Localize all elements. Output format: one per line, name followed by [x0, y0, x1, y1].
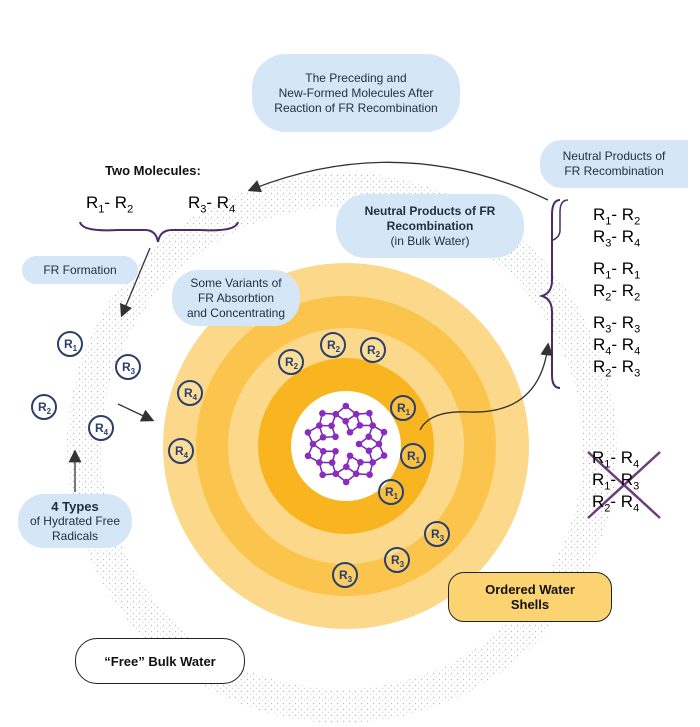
radical-marker: R4 — [88, 415, 114, 441]
crossed-formula: R2- R4 — [592, 492, 640, 515]
radical-marker: R1 — [378, 479, 404, 505]
carbon-atom — [304, 452, 312, 460]
water-shells — [163, 263, 529, 629]
products-brace — [538, 199, 561, 389]
carbon-atom — [343, 463, 350, 471]
carbon-atom — [380, 428, 388, 436]
product-formula: R1- R1 — [593, 259, 641, 282]
crossed-formula: R1- R4 — [592, 448, 640, 471]
carbon-atom — [332, 447, 339, 455]
arrow-to-products — [419, 342, 554, 431]
carbon-atom — [375, 440, 383, 448]
carbon-atom — [332, 470, 340, 478]
four-types-bubble: 4 Types of Hydrated Free Radicals — [18, 494, 132, 548]
carbon-atom — [355, 440, 363, 448]
two-molecules-label: Two Molecules: — [105, 163, 201, 178]
molecule-pair-b: R3- R4 — [188, 193, 236, 216]
carbon-atom — [309, 440, 317, 448]
preceding-molecules-bubble: The Preceding and New-Formed Molecules A… — [252, 54, 460, 132]
product-formula: R2- R2 — [593, 281, 641, 304]
carbon-atom — [319, 410, 326, 417]
arrow-products-to-molecules — [247, 161, 549, 201]
carbon-atom — [316, 422, 323, 429]
product-formula: R4- R4 — [593, 335, 641, 358]
neutral-products-bubble: Neutral Products of FR Recombination — [540, 140, 688, 188]
two-molecules-brace — [79, 221, 239, 243]
carbon-atom — [319, 433, 327, 441]
carbon-atom — [365, 447, 373, 455]
carbon-atom — [369, 422, 376, 429]
carbon-atom — [352, 410, 360, 418]
fullerene-molecule — [304, 402, 388, 486]
radical-marker: R3 — [424, 521, 450, 547]
fr-formation-bubble: FR Formation — [22, 256, 138, 284]
arrow-to-shells — [117, 403, 155, 422]
crossed-formula: R1- R3 — [592, 470, 640, 493]
radical-marker: R1 — [400, 443, 426, 469]
carbon-atom — [332, 433, 339, 441]
carbon-atom — [332, 410, 340, 418]
absorption-bubble: Some Variants of FR Absorbtion and Conce… — [172, 270, 300, 326]
bubble-line-1: The Preceding and — [305, 70, 407, 85]
carbon-atom — [369, 459, 376, 466]
radical-marker: R2 — [31, 394, 57, 420]
bubble-line-3: Reaction of FR Recombination — [274, 100, 438, 115]
carbon-atom — [366, 471, 373, 478]
carbon-atom — [346, 452, 354, 460]
bulk-water-halo — [67, 173, 617, 723]
carbon-atom — [342, 478, 350, 486]
carbon-atom — [342, 402, 350, 410]
carbon-atom — [356, 422, 364, 429]
bubble-line-2: New-Formed Molecules After — [278, 85, 434, 100]
radical-marker: R3 — [384, 547, 410, 573]
cross-line-b — [587, 451, 661, 519]
carbon-atom — [352, 470, 360, 478]
carbon-atom — [366, 409, 373, 417]
carbon-atom — [319, 448, 327, 455]
radical-marker: R2 — [320, 332, 346, 358]
radical-marker: R3 — [332, 562, 358, 588]
carbon-atom — [304, 429, 312, 436]
radical-marker: R1 — [57, 331, 83, 357]
carbon-atom — [357, 458, 364, 466]
product-formula: R3- R3 — [593, 313, 641, 336]
free-bulk-water-label: “Free” Bulk Water — [75, 638, 245, 684]
bulk-products-bubble: Neutral Products of FR Recombination (in… — [336, 194, 524, 258]
radical-marker: R4 — [177, 380, 203, 406]
ordered-water-shells-label: Ordered Water Shells — [448, 572, 612, 622]
radical-marker: R2 — [360, 337, 386, 363]
radical-marker: R4 — [168, 438, 194, 464]
carbon-atom — [319, 471, 326, 479]
carbon-atom — [380, 452, 388, 459]
product-formula: R1- R2 — [593, 205, 641, 228]
product-formula: R3- R4 — [593, 227, 641, 250]
carbon-atom — [328, 459, 336, 466]
carbon-atom — [342, 417, 349, 425]
product-formula: R2- R3 — [593, 357, 641, 380]
carbon-atom — [365, 433, 373, 440]
carbon-atom — [346, 428, 354, 436]
arrow-formation — [120, 247, 151, 318]
radical-marker: R2 — [278, 349, 304, 375]
radical-marker: R3 — [115, 354, 141, 380]
carbon-atom — [316, 459, 323, 466]
molecule-pair-a: R1- R2 — [86, 193, 134, 216]
carbon-atom — [328, 422, 335, 430]
products-brace-inner — [552, 199, 569, 241]
radical-marker: R1 — [390, 395, 416, 421]
